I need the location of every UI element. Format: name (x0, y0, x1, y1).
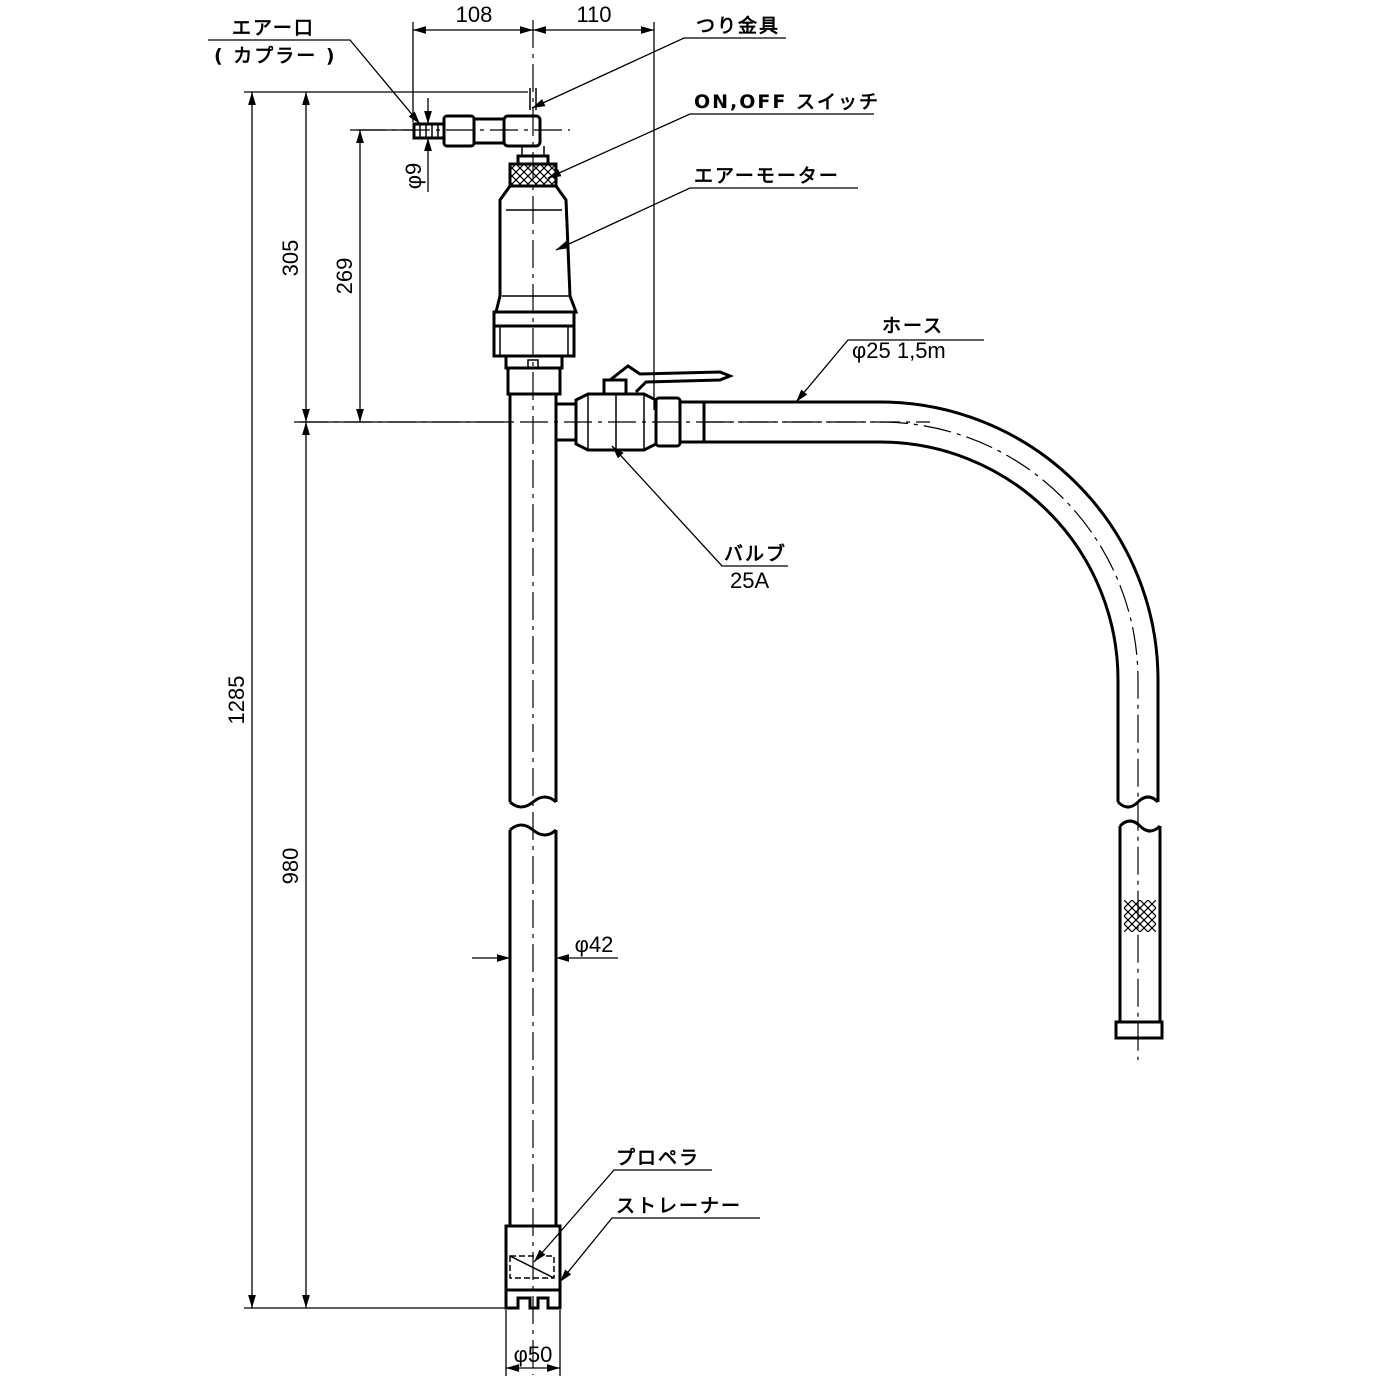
dim-305-label: 305 (278, 240, 303, 277)
dim-108-label: 108 (456, 2, 493, 27)
dim-horizontal-top (412, 22, 655, 410)
label-valve: バルブ (724, 542, 787, 565)
dim-phi42-label: φ42 (575, 932, 614, 957)
air-motor (492, 185, 579, 396)
pump-tube-upper (508, 394, 558, 809)
dim-980-label: 980 (278, 848, 303, 885)
dim-1285-label: 1285 (224, 676, 249, 725)
label-air-inlet: エアー口 (232, 17, 315, 39)
label-hanger: つり金具 (696, 14, 780, 37)
label-hose-spec: φ25 1,5m (852, 338, 946, 363)
dim-269-label: 269 (332, 258, 357, 295)
label-propeller: プロペラ (616, 1146, 700, 1169)
label-valve-size: 25A (730, 568, 769, 593)
pump-tube-lower (508, 823, 558, 1226)
strainer (504, 1224, 562, 1310)
on-off-switch (508, 154, 558, 188)
leader-lines (208, 37, 984, 1283)
label-hose: ホース (882, 315, 944, 337)
dim-110-label: 110 (576, 2, 611, 27)
valve (300, 364, 930, 452)
air-coupler (358, 114, 570, 156)
hose (704, 400, 1164, 1060)
dim-phi50-label: φ50 (514, 1342, 553, 1367)
label-switch: ON,OFF スイッチ (694, 91, 880, 113)
label-coupler: ( カプラー ) (214, 44, 337, 67)
label-air-motor: エアーモーター (694, 165, 840, 187)
dim-phi50 (505, 1310, 561, 1376)
label-strainer: ストレーナー (616, 1195, 742, 1217)
dim-vertical-left (244, 91, 528, 1309)
dim-phi9-label: φ9 (401, 163, 426, 190)
